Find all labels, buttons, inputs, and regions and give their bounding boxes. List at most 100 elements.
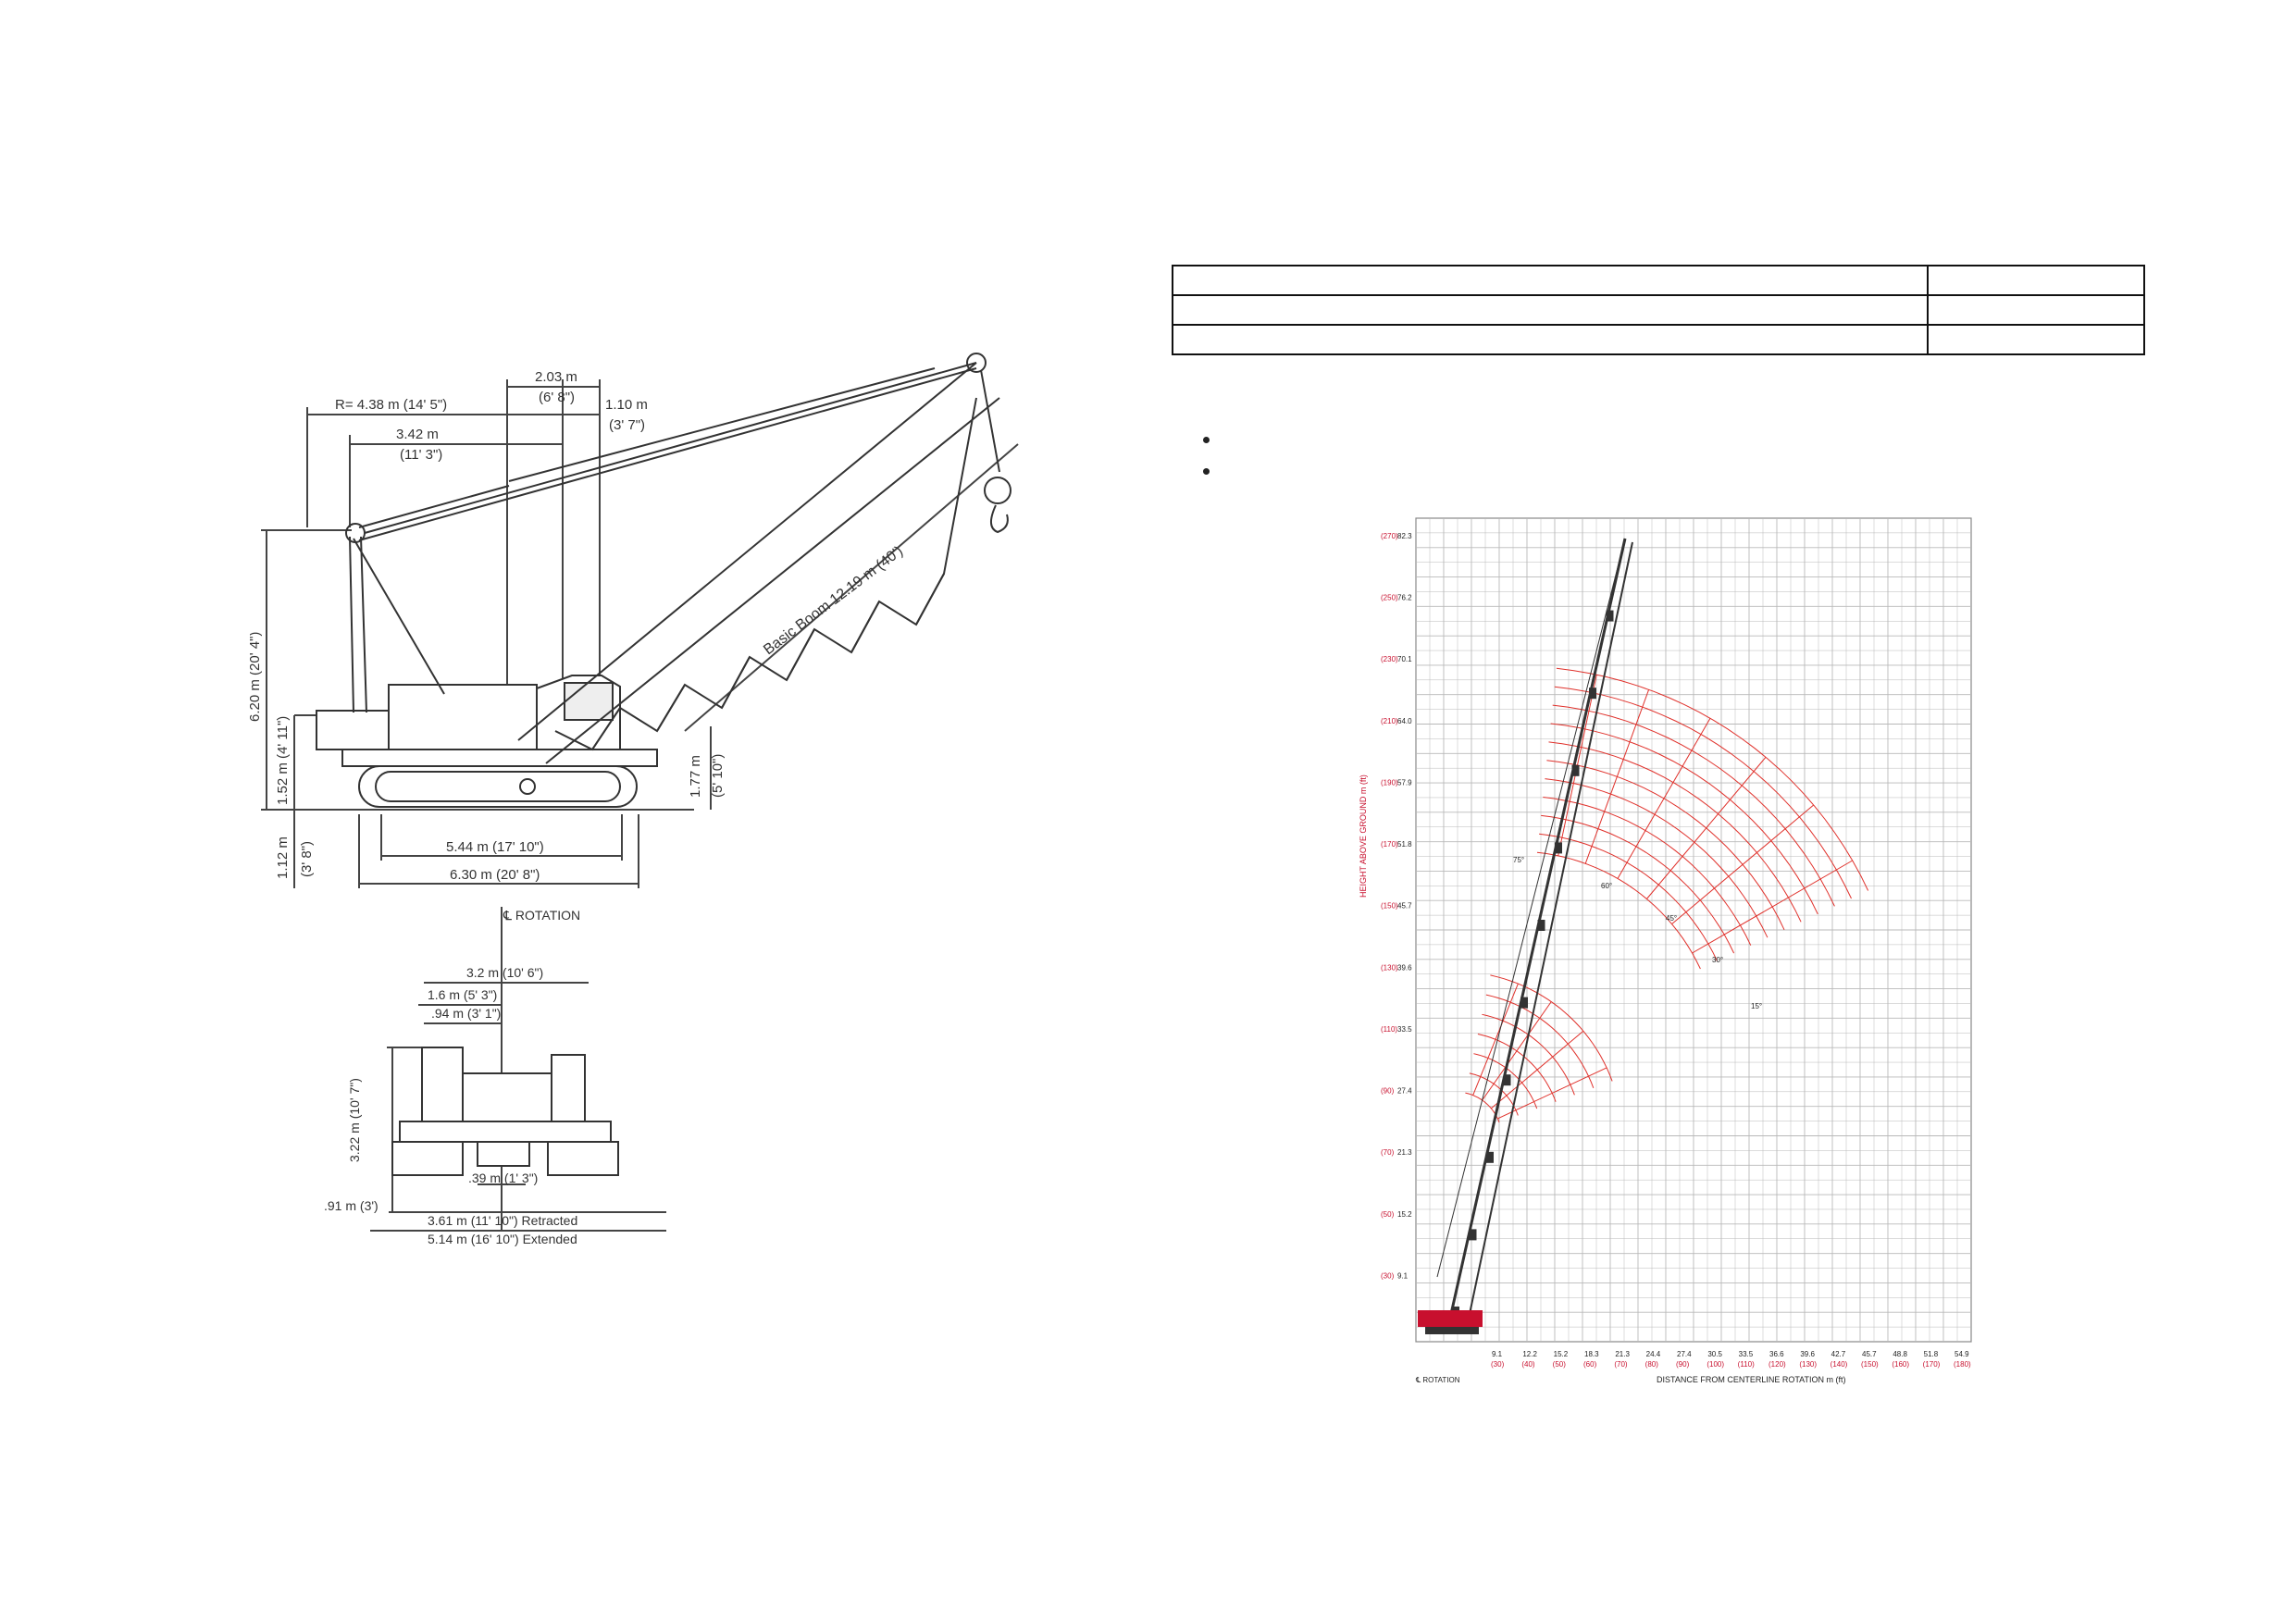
y-tick-label-ft: (190): [1381, 778, 1398, 787]
spec-table: [1172, 265, 2145, 355]
y-tick-label: 21.3: [1397, 1148, 1412, 1157]
x-tick-label: 48.8: [1893, 1350, 1907, 1358]
dim-177: 1.77 m: [688, 755, 703, 798]
y-tick-label-ft: (230): [1381, 655, 1398, 663]
table-cell: [1172, 324, 1929, 355]
x-tick-label: 30.5: [1707, 1350, 1722, 1358]
dim-177-ft: (5' 10"): [710, 754, 726, 798]
angle-label: 30°: [1712, 956, 1723, 964]
dim-110: 1.10 m: [605, 397, 648, 413]
x-tick-label-ft: (130): [1799, 1360, 1817, 1369]
crane-boom-figure: [1418, 538, 1633, 1334]
x-axis-ticks: 9.1(30)12.2(40)15.2(50)18.3(60)21.3(70)2…: [1491, 1350, 1971, 1369]
x-tick-label-ft: (100): [1706, 1360, 1724, 1369]
crawler-track: [1425, 1327, 1479, 1334]
dim-152: 1.52 m (4' 11"): [275, 716, 291, 805]
range-ray: [1617, 718, 1711, 879]
dim-32: 3.2 m (10' 6"): [466, 965, 543, 980]
dim-extended: 5.14 m (16' 10") Extended: [428, 1232, 577, 1246]
x-tick-label-ft: (140): [1831, 1360, 1848, 1369]
table-row: [1172, 294, 2145, 326]
crawler-body: [1418, 1310, 1483, 1327]
y-tick-label: 57.9: [1397, 778, 1412, 787]
x-tick-label: 39.6: [1800, 1350, 1815, 1358]
y-tick-label-ft: (30): [1381, 1271, 1395, 1280]
y-axis-ticks: (270)82.3(250)76.2(230)70.1(210)64.0(190…: [1381, 532, 1412, 1280]
table-cell: [1172, 265, 1929, 296]
dim-91: .91 m (3'): [324, 1198, 379, 1213]
dim-342-ft: (11' 3"): [400, 447, 442, 463]
dim-radius: R= 4.38 m (14' 5"): [335, 397, 447, 413]
x-tick-label-ft: (70): [1614, 1360, 1628, 1369]
y-tick-label: 27.4: [1397, 1087, 1412, 1096]
x-tick-label: 54.9: [1955, 1350, 1969, 1358]
y-tick-label-ft: (150): [1381, 902, 1398, 911]
range-arc: [1536, 851, 1701, 970]
angle-label: 45°: [1666, 914, 1677, 923]
dim-203-ft: (6' 8"): [539, 390, 575, 405]
x-tick-label-ft: (110): [1738, 1360, 1755, 1369]
dim-110-ft: (3' 7"): [609, 417, 645, 433]
y-tick-label-ft: (130): [1381, 963, 1398, 972]
y-tick-label: 15.2: [1397, 1210, 1412, 1219]
range-arc: [1554, 686, 1852, 899]
y-tick-label-ft: (50): [1381, 1210, 1395, 1219]
range-ray: [1472, 983, 1519, 1096]
range-arc: [1552, 704, 1835, 907]
dim-39: .39 m (1' 3"): [468, 1171, 538, 1185]
range-arc: [1546, 760, 1785, 931]
working-range-chart: (270)82.3(250)76.2(230)70.1(210)64.0(190…: [1359, 517, 1972, 1384]
range-arc: [1477, 1034, 1557, 1102]
y-tick-label: 33.5: [1397, 1025, 1412, 1034]
y-tick-label: 64.0: [1397, 717, 1412, 725]
y-tick-label-ft: (170): [1381, 840, 1398, 849]
y-tick-label: 45.7: [1397, 902, 1412, 911]
table-cell: [1927, 294, 2145, 326]
table-cell: [1927, 324, 2145, 355]
rotation-label: ℄ ROTATION: [1415, 1376, 1460, 1384]
x-tick-label-ft: (120): [1769, 1360, 1786, 1369]
y-tick-label-ft: (270): [1381, 532, 1398, 540]
range-ray: [1671, 804, 1815, 924]
y-tick-label: 82.3: [1397, 532, 1412, 540]
x-tick-label: 27.4: [1677, 1350, 1692, 1358]
y-tick-label: 70.1: [1397, 655, 1412, 663]
x-tick-label-ft: (80): [1645, 1360, 1659, 1369]
x-tick-label: 51.8: [1924, 1350, 1939, 1358]
range-ray: [1646, 756, 1767, 899]
range-arc: [1545, 778, 1769, 938]
x-tick-label: 42.7: [1831, 1350, 1846, 1358]
x-tick-label-ft: (60): [1583, 1360, 1597, 1369]
y-tick-label-ft: (90): [1381, 1087, 1395, 1096]
x-tick-label-ft: (30): [1491, 1360, 1505, 1369]
x-tick-label-ft: (40): [1521, 1360, 1535, 1369]
range-arc: [1550, 723, 1818, 915]
range-arc: [1485, 994, 1595, 1088]
notes-list: [1203, 427, 1222, 490]
dim-retracted: 3.61 m (11' 10") Retracted: [428, 1213, 577, 1228]
y-tick-label-ft: (70): [1381, 1148, 1395, 1157]
dim-112: 1.12 m: [275, 836, 291, 879]
dim-620: 6.20 m (20' 4"): [250, 632, 263, 722]
x-tick-label: 9.1: [1492, 1350, 1503, 1358]
range-ray: [1584, 689, 1650, 864]
x-tick-label: 12.2: [1522, 1350, 1537, 1358]
crane-side-view: R= 4.38 m (14' 5") 3.42 m (11' 3") 2.03 …: [250, 353, 1019, 888]
range-curves: 75°60°45°30°15°: [1465, 667, 1869, 1123]
table-row: [1172, 324, 2145, 355]
chart-grid: [1415, 517, 1972, 1343]
x-tick-label-ft: (50): [1553, 1360, 1567, 1369]
x-tick-label-ft: (150): [1861, 1360, 1879, 1369]
range-arc: [1539, 833, 1718, 961]
y-tick-label-ft: (210): [1381, 717, 1398, 725]
x-tick-label-ft: (180): [1954, 1360, 1971, 1369]
crane-rear-view: ℄ ROTATION 3.2 m (10' 6") 1.6 m (5' 3") …: [324, 907, 666, 1246]
x-tick-label: 36.6: [1769, 1350, 1784, 1358]
dim-342: 3.42 m: [396, 427, 439, 442]
y-tick-label: 51.8: [1397, 840, 1412, 849]
x-axis-title: DISTANCE FROM CENTERLINE ROTATION m (ft): [1657, 1375, 1846, 1384]
x-tick-label-ft: (160): [1892, 1360, 1909, 1369]
y-tick-label: 39.6: [1397, 963, 1412, 972]
angle-label: 15°: [1751, 1002, 1762, 1010]
x-tick-label-ft: (90): [1676, 1360, 1690, 1369]
